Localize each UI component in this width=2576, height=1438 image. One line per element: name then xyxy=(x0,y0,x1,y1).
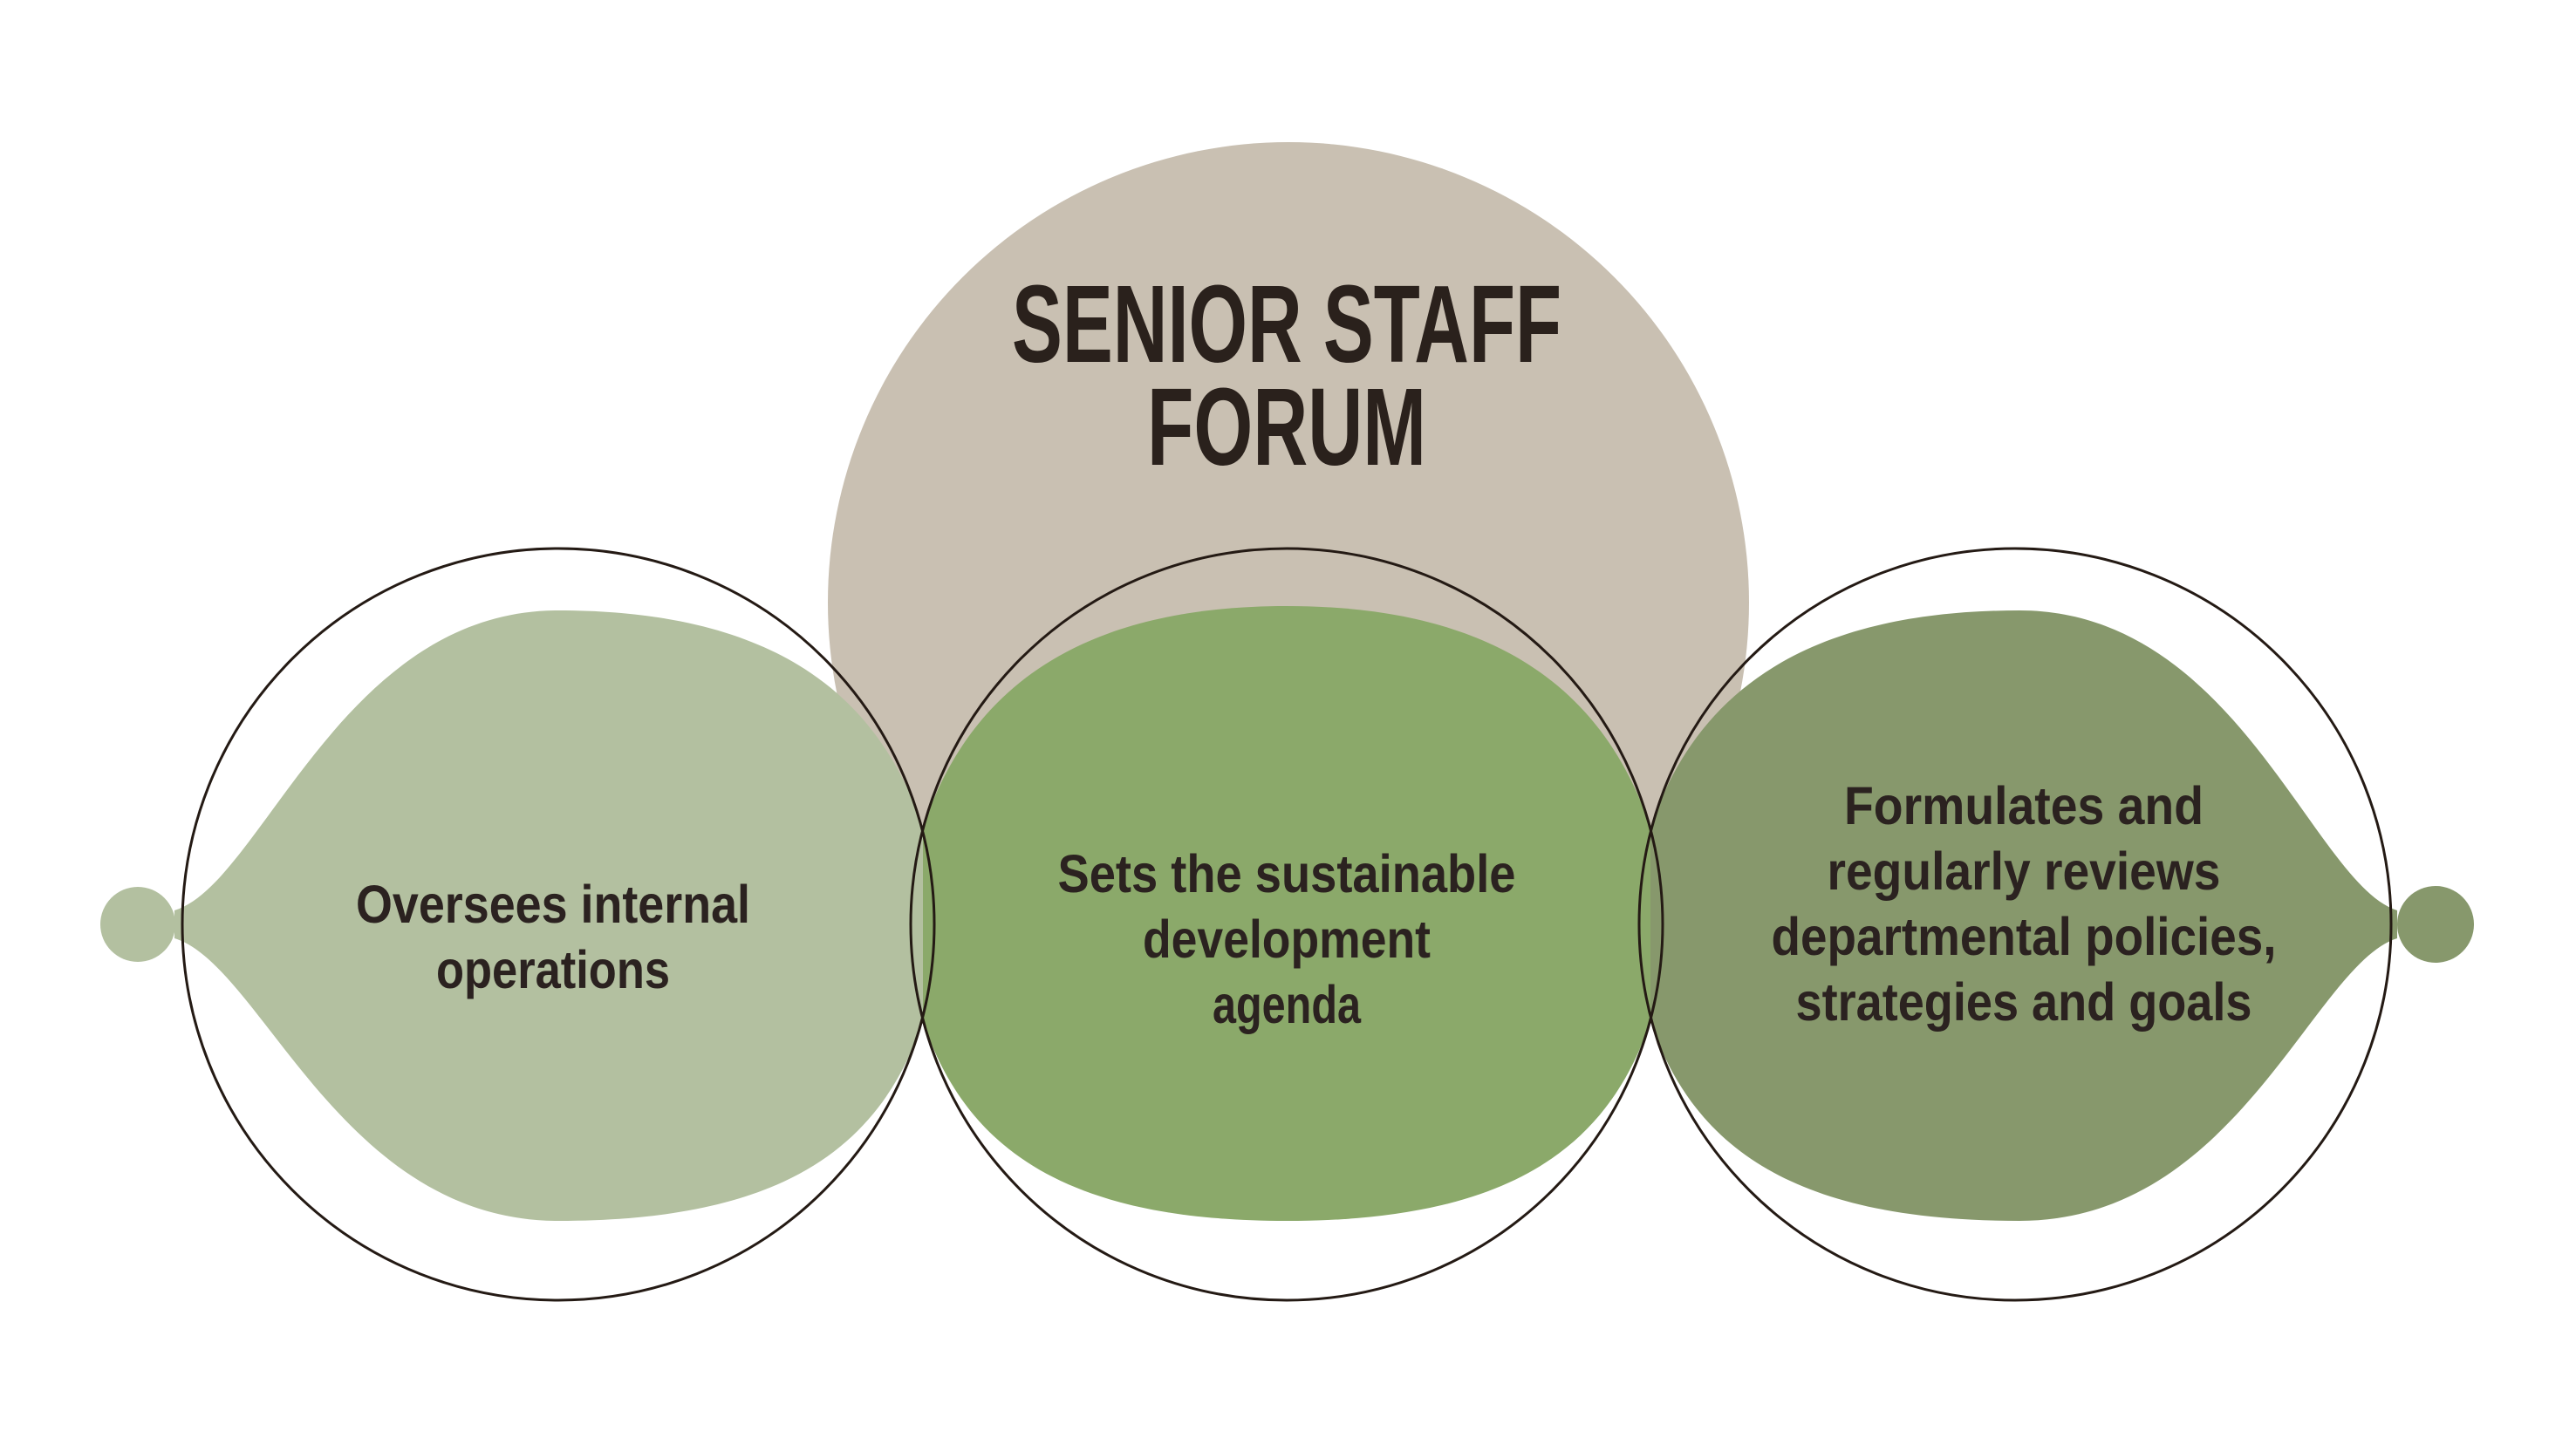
pod-sustainable-development xyxy=(923,606,1650,1221)
pod-departmental-policies xyxy=(1650,610,2397,1221)
hub-title-line-1: SENIOR STAFF xyxy=(1012,262,1561,385)
ring-middle xyxy=(909,547,1664,1302)
pod-right-label-line-3: departmental policies, xyxy=(1772,907,2277,966)
pod-left-label-line-2: operations xyxy=(436,940,670,999)
hub-title-line-2: FORUM xyxy=(1147,365,1426,488)
pod-right-label-line-1: Formulates and xyxy=(1844,776,2204,835)
pod-right-label-line-4: strategies and goals xyxy=(1796,972,2252,1032)
pod-internal-operations xyxy=(174,610,923,1221)
terminal-dot-left xyxy=(100,887,175,962)
ring-right xyxy=(1637,547,2393,1302)
pod-middle-label-line-3: agenda xyxy=(1213,975,1362,1034)
ring-left xyxy=(181,547,936,1302)
terminal-dot-right xyxy=(2397,886,2474,963)
pod-left-label-line-1: Oversees internal xyxy=(356,875,750,934)
pod-right-label-line-2: regularly reviews xyxy=(1828,842,2221,901)
pod-middle-label-line-2: development xyxy=(1143,910,1431,969)
pod-middle-label-line-1: Sets the sustainable xyxy=(1058,844,1516,903)
